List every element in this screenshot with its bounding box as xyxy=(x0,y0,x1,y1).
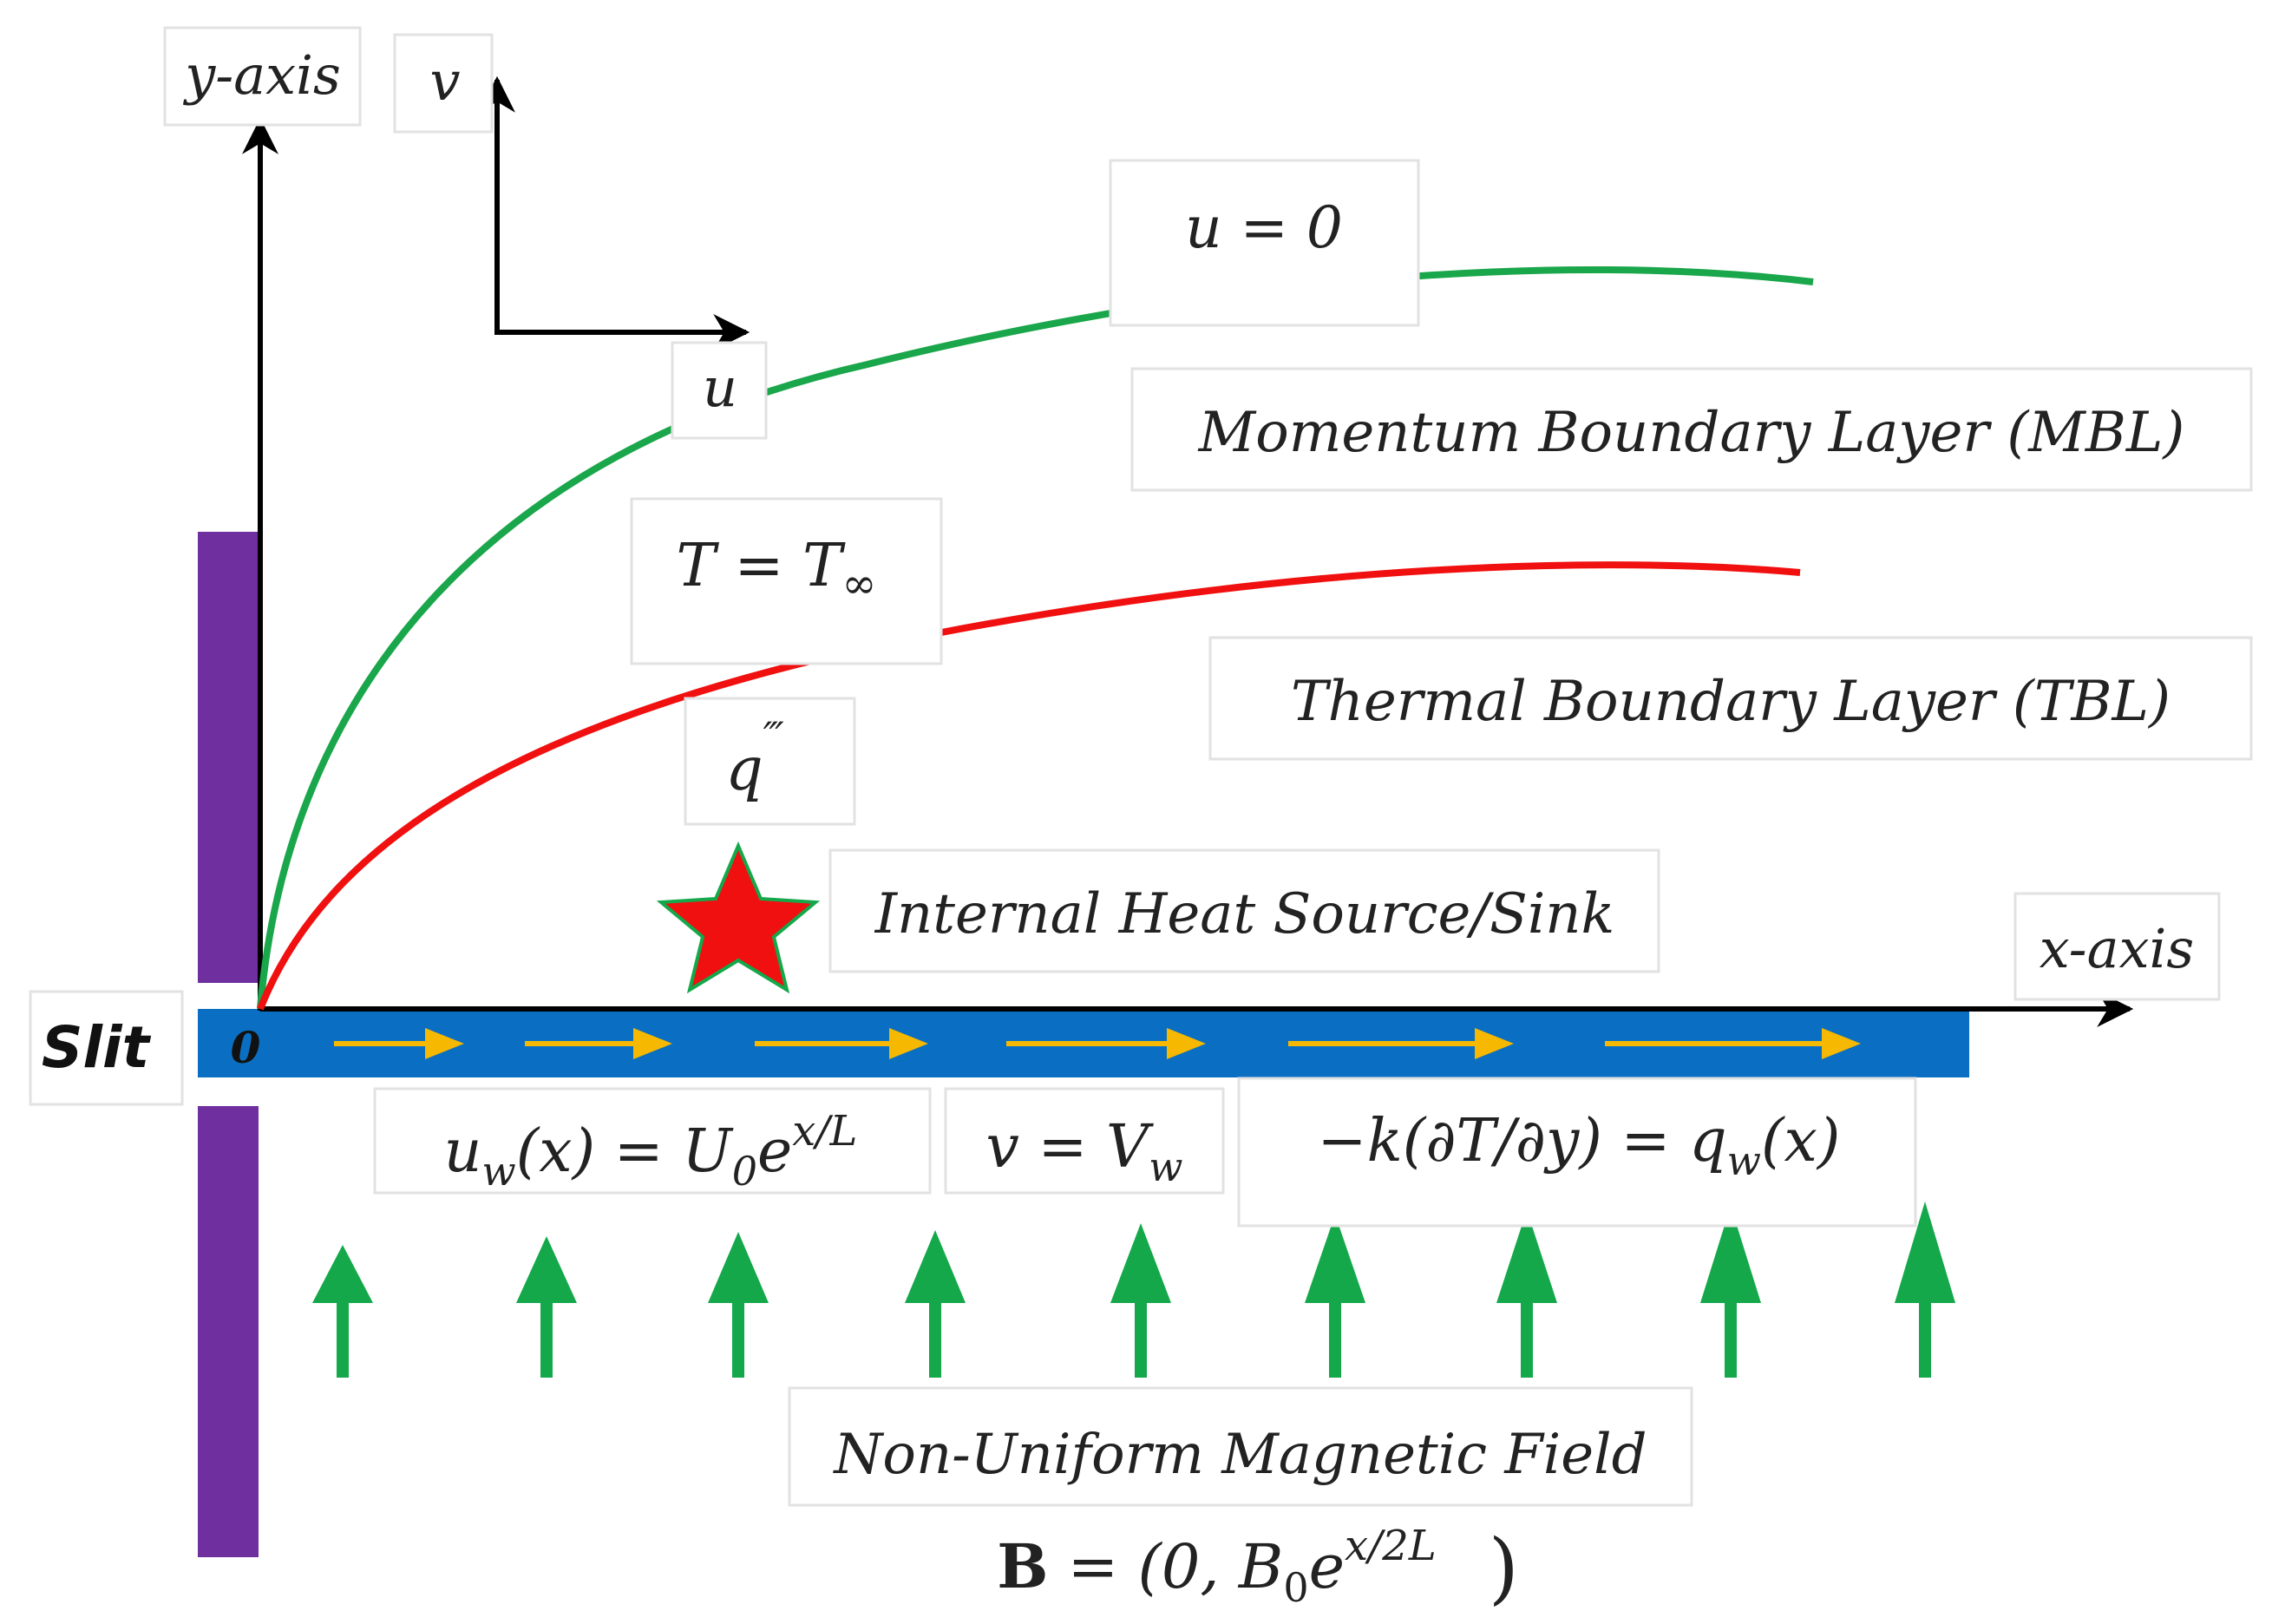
t-inf-label-box xyxy=(630,497,943,665)
x-axis-label: x-axis xyxy=(2040,917,2194,980)
mbl-label-box xyxy=(1130,367,2253,492)
q-label: q‴ xyxy=(725,713,784,804)
heat-source-star-icon xyxy=(656,841,821,994)
slit-wall-lower xyxy=(198,1106,259,1557)
t-inf-label: T = T∞ xyxy=(677,532,877,608)
y-axis-label-box xyxy=(163,26,362,127)
u-zero-label-box xyxy=(1109,159,1420,327)
magnetic-field-arrows xyxy=(312,1202,1955,1378)
q-label-box xyxy=(684,697,856,826)
magnetic-field-label: Non-Uniform Magnetic Field xyxy=(832,1423,1647,1487)
uw-equation-box xyxy=(373,1087,932,1195)
slit-label: Slit xyxy=(42,1014,152,1081)
v-label: v xyxy=(429,49,460,113)
vw-equation-box xyxy=(944,1087,1225,1195)
vw-equation: v = Vw xyxy=(985,1113,1182,1190)
stretching-arrows xyxy=(334,1028,1861,1059)
u-zero-label: u = 0 xyxy=(1185,194,1343,261)
heat-source-label: Internal Heat Source/Sink xyxy=(874,882,1615,946)
magnetic-field-label-box xyxy=(788,1386,1693,1507)
momentum-boundary-layer-curve xyxy=(257,265,1814,1010)
slit-wall-upper xyxy=(198,532,259,983)
magnetic-field-equation: B = (0, B0ex/2L) xyxy=(997,1522,1519,1614)
tbl-label: Thermal Boundary Layer (TBL) xyxy=(1291,670,2171,734)
mbl-label: Momentum Boundary Layer (MBL) xyxy=(1198,401,2185,465)
x-axis-label-box xyxy=(2013,892,2221,1001)
u-label-box xyxy=(671,341,768,440)
heat-source-label-box xyxy=(828,848,1660,973)
y-axis-label: y-axis xyxy=(182,43,341,107)
slit-label-box xyxy=(29,990,184,1106)
v-label-box xyxy=(393,33,494,134)
tbl-label-box xyxy=(1208,636,2253,761)
uw-equation: uw(x) = U0ex/L xyxy=(444,1107,858,1195)
u-label: u xyxy=(703,356,737,419)
origin-label: 0 xyxy=(231,1022,261,1073)
qw-equation-box xyxy=(1237,1077,1917,1228)
qw-equation: −k(∂T/∂y) = qw(x) xyxy=(1318,1107,1841,1184)
